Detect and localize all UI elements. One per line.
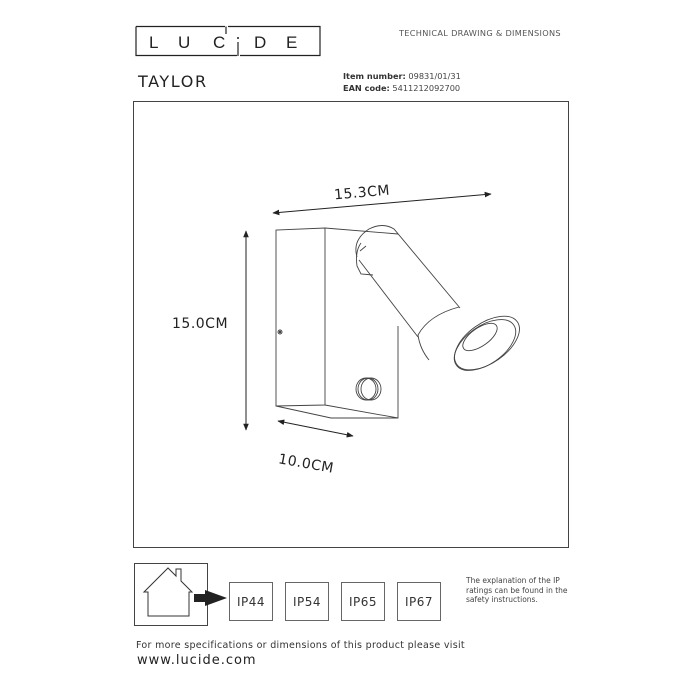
width-dimension-arrow [272, 191, 492, 216]
svg-text:D: D [254, 33, 266, 52]
footer-text: For more specifications or dimensions of… [136, 640, 465, 651]
ip-rating-badge: IP44 [229, 582, 273, 621]
ean-label: EAN code: [343, 83, 390, 93]
product-meta: Item number: 09831/01/31 EAN code: 54112… [343, 70, 461, 94]
item-number-label: Item number: [343, 71, 406, 81]
technical-drawing [133, 101, 570, 549]
house-icon [142, 567, 194, 617]
depth-dimension-arrow [277, 419, 354, 438]
logo-wordmark: L U C D E [135, 25, 321, 57]
wall-spotlight-drawing-icon [243, 191, 520, 438]
item-number-value: 09831/01/31 [408, 71, 461, 81]
ean-value: 5411212092700 [392, 83, 461, 93]
height-dimension-label: 15.0CM [172, 316, 229, 332]
product-name: TAYLOR [138, 72, 208, 91]
ip-rating-badge: IP67 [397, 582, 441, 621]
section-title: TECHNICAL DRAWING & DIMENSIONS [399, 28, 561, 38]
arrow-right-icon [194, 590, 229, 606]
footer-url-link[interactable]: www.lucide.com [137, 653, 257, 668]
svg-text:U: U [178, 33, 190, 52]
drawing-frame [133, 101, 569, 548]
ip-rating-note: The explanation of the IP ratings can be… [466, 576, 568, 604]
svg-text:E: E [286, 33, 297, 52]
ip-rating-badge: IP54 [285, 582, 329, 621]
ip-rating-badge: IP65 [341, 582, 385, 621]
svg-text:C: C [213, 33, 225, 52]
ean-row: EAN code: 5411212092700 [343, 82, 461, 94]
item-number-row: Item number: 09831/01/31 [343, 70, 461, 82]
svg-text:L: L [149, 33, 158, 52]
